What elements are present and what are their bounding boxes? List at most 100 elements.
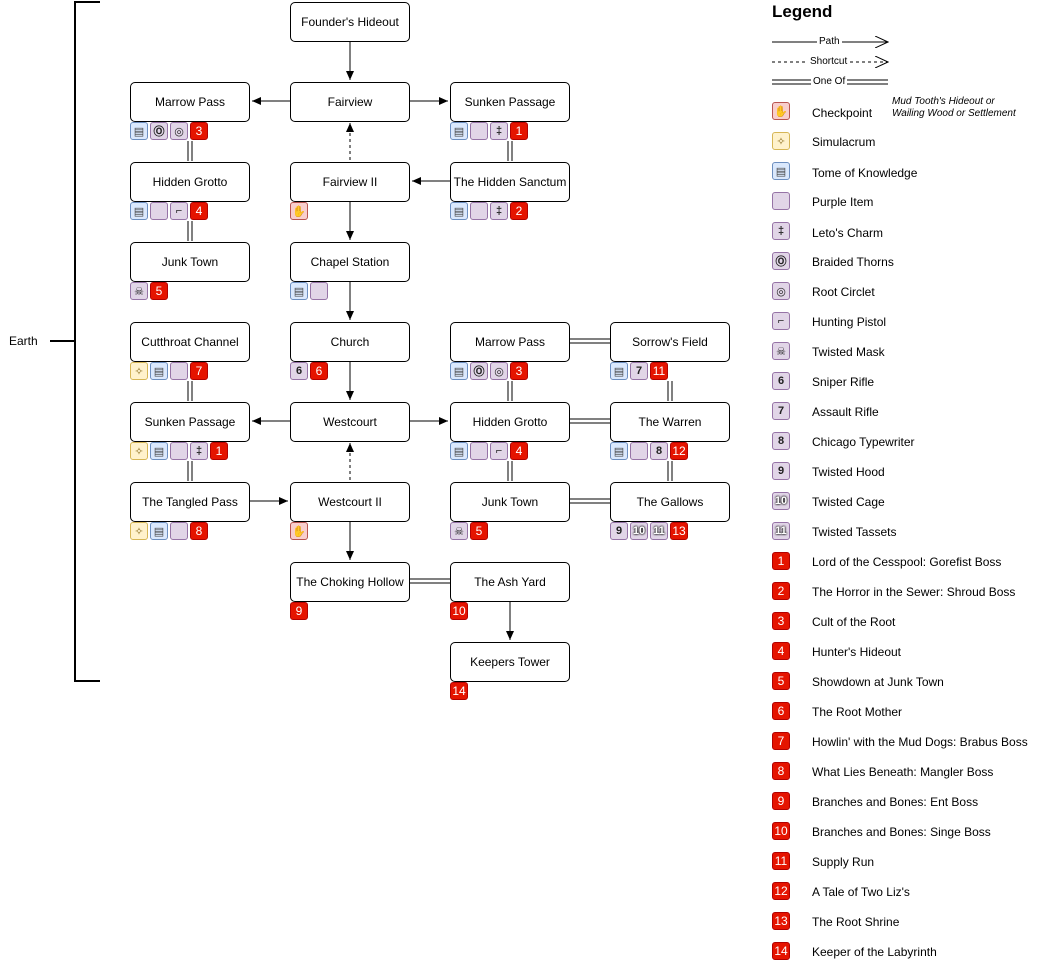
event-badge: 12 — [772, 882, 790, 900]
oneof-grotto-junk — [187, 221, 193, 241]
node-fairview[interactable]: Fairview — [290, 82, 410, 122]
event-badge: 12 — [670, 442, 688, 460]
legend-event-label: Keeper of the Labyrinth — [812, 945, 937, 959]
event-badge: 2 — [772, 582, 790, 600]
legend-event-label: Branches and Bones: Ent Boss — [812, 795, 979, 809]
event-badge: 8 — [772, 762, 790, 780]
event-badge: 5 — [772, 672, 790, 690]
oneof-grotto2-warren — [570, 418, 610, 424]
event-badge: 1 — [210, 442, 228, 460]
tome-of-knowledge-icon: ▤ — [150, 442, 168, 460]
chicago-typewriter-icon: 8 — [650, 442, 668, 460]
event-badge: 6 — [772, 702, 790, 720]
node-cutthroat-channel[interactable]: Cutthroat Channel — [130, 322, 250, 362]
earth-label: Earth — [9, 334, 38, 348]
event-badge: 4 — [190, 202, 208, 220]
legend-label-root-circlet: Root Circlet — [812, 285, 875, 299]
braided-thorns-icon: Ⓞ — [772, 252, 790, 270]
purple-item-icon — [170, 442, 188, 460]
event-badge: 5 — [470, 522, 488, 540]
legend-label-simulacrum: Simulacrum — [812, 135, 876, 149]
legend-label-hunting-pistol: Hunting Pistol — [812, 315, 887, 329]
node-the-gallows[interactable]: The Gallows — [610, 482, 730, 522]
oneof-sunken-tangled — [187, 461, 193, 481]
simulacrum-icon: ✧ — [130, 362, 148, 380]
simulacrum-icon: ✧ — [772, 132, 790, 150]
twisted-hood-icon: 9 — [772, 462, 790, 480]
legend-path-label: Path — [817, 36, 842, 47]
node-founders-hideout[interactable]: Founder's Hideout — [290, 2, 410, 42]
legend-event-label: Howlin' with the Mud Dogs: Brabus Boss — [812, 735, 1028, 749]
legend-event-label: Lord of the Cesspool: Gorefist Boss — [812, 555, 1002, 569]
node-westcourt[interactable]: Westcourt — [290, 402, 410, 442]
purple-item-icon — [772, 192, 790, 210]
event-badge: 6 — [310, 362, 328, 380]
root-circlet-icon: ◎ — [772, 282, 790, 300]
event-badge: 1 — [510, 122, 528, 140]
node-westcourt-ii[interactable]: Westcourt II — [290, 482, 410, 522]
purple-item-icon — [170, 522, 188, 540]
node-sunken-passage-2[interactable]: Sunken Passage — [130, 402, 250, 442]
event-badge: 5 — [150, 282, 168, 300]
oneof-junk2-gallows — [570, 498, 610, 504]
simulacrum-icon: ✧ — [130, 522, 148, 540]
oneof-marrow2-grotto2 — [507, 381, 513, 401]
assault-rifle-icon: 7 — [630, 362, 648, 380]
tome-of-knowledge-icon: ▤ — [290, 282, 308, 300]
legend-label-purple: Purple Item — [812, 195, 874, 209]
node-chapel-station[interactable]: Chapel Station — [290, 242, 410, 282]
legend-shortcut-label: Shortcut — [808, 56, 850, 67]
letos-charm-icon: ‡ — [190, 442, 208, 460]
letos-charm-icon: ‡ — [772, 222, 790, 240]
legend-label-assault-rifle: Assault Rifle — [812, 405, 879, 419]
node-sunken-passage[interactable]: Sunken Passage — [450, 82, 570, 122]
legend-event-label: A Tale of Two Liz's — [812, 885, 910, 899]
event-badge: 7 — [772, 732, 790, 750]
event-badge: 1 — [772, 552, 790, 570]
node-junk-town-2[interactable]: Junk Town — [450, 482, 570, 522]
event-badge: 9 — [772, 792, 790, 810]
tome-of-knowledge-icon: ▤ — [450, 202, 468, 220]
node-sorrows-field[interactable]: Sorrow's Field — [610, 322, 730, 362]
hunting-pistol-icon: ⌐ — [772, 312, 790, 330]
event-badge: 13 — [772, 912, 790, 930]
oneof-sunken-sanctum — [507, 141, 513, 161]
simulacrum-icon: ✧ — [130, 442, 148, 460]
braided-thorns-icon: Ⓞ — [150, 122, 168, 140]
earth-bracket — [50, 1, 100, 682]
node-keepers-tower[interactable]: Keepers Tower — [450, 642, 570, 682]
node-fairview-ii[interactable]: Fairview II — [290, 162, 410, 202]
event-badge: 3 — [772, 612, 790, 630]
sniper-rifle-icon: 6 — [290, 362, 308, 380]
event-badge: 3 — [190, 122, 208, 140]
legend-event-label: The Horror in the Sewer: Shroud Boss — [812, 585, 1016, 599]
oneof-marrow-grotto — [187, 141, 193, 161]
event-badge: 3 — [510, 362, 528, 380]
node-hidden-sanctum[interactable]: The Hidden Sanctum — [450, 162, 570, 202]
legend-event-label: What Lies Beneath: Mangler Boss — [812, 765, 994, 779]
twisted-mask-icon: ☠ — [130, 282, 148, 300]
oneof-marrow2-sorrow — [570, 338, 610, 344]
tome-of-knowledge-icon: ▤ — [450, 362, 468, 380]
node-ash-yard[interactable]: The Ash Yard — [450, 562, 570, 602]
node-hidden-grotto[interactable]: Hidden Grotto — [130, 162, 250, 202]
legend-oneof-label: One Of — [811, 76, 848, 87]
legend-event-label: The Root Shrine — [812, 915, 900, 929]
purple-item-icon — [630, 442, 648, 460]
legend-label-twisted-hood: Twisted Hood — [812, 465, 885, 479]
node-church[interactable]: Church — [290, 322, 410, 362]
node-hidden-grotto-2[interactable]: Hidden Grotto — [450, 402, 570, 442]
node-choking-hollow[interactable]: The Choking Hollow — [290, 562, 410, 602]
purple-item-icon — [470, 442, 488, 460]
purple-item-icon — [470, 122, 488, 140]
node-the-warren[interactable]: The Warren — [610, 402, 730, 442]
event-badge: 4 — [510, 442, 528, 460]
legend-label-sniper-rifle: Sniper Rifle — [812, 375, 875, 389]
letos-charm-icon: ‡ — [490, 202, 508, 220]
node-tangled-pass[interactable]: The Tangled Pass — [130, 482, 250, 522]
event-badge: 11 — [650, 362, 668, 380]
node-marrow-pass-2[interactable]: Marrow Pass — [450, 322, 570, 362]
node-marrow-pass[interactable]: Marrow Pass — [130, 82, 250, 122]
node-junk-town[interactable]: Junk Town — [130, 242, 250, 282]
